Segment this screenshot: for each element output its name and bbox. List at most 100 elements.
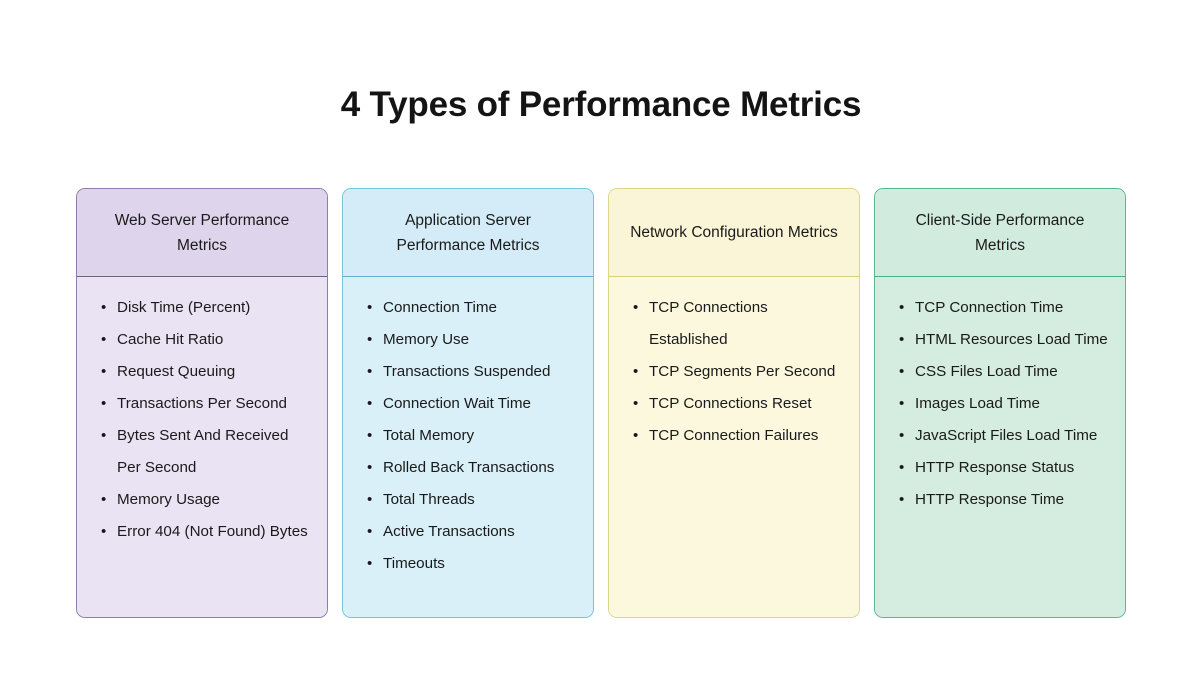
metric-card-web-server-performance-metrics: Web Server Performance Metrics • Disk Tim… [76, 188, 328, 618]
list-item: • Request Queuing [101, 356, 313, 388]
bullet-icon: • [101, 395, 107, 412]
list-item: • Bytes Sent And Received Per Second [101, 420, 313, 484]
card-header: Network Configuration Metrics [609, 189, 859, 277]
card-body: • Disk Time (Percent) • Cache Hit Ratio • R… [77, 277, 327, 617]
list-item: • Memory Use [367, 324, 579, 356]
list-item-label: Transactions Per Second [117, 395, 287, 412]
list-item-label: Total Threads [383, 491, 475, 508]
bullet-icon: • [899, 331, 905, 348]
list-item-label: Request Queuing [117, 363, 236, 380]
list-item: • TCP Segments Per Second [633, 356, 845, 388]
list-item-label: HTTP Response Time [915, 491, 1065, 508]
list-item-label: Memory Usage [117, 491, 220, 508]
bullet-icon: • [367, 491, 373, 508]
bullet-icon: • [899, 395, 905, 412]
list-item: • HTTP Response Time [899, 484, 1111, 516]
card-title: Network Configuration Metrics [630, 224, 838, 241]
list-item: • HTTP Response Status [899, 452, 1111, 484]
bullet-icon: • [101, 363, 107, 380]
list-item: • Connection Wait Time [367, 388, 579, 420]
list-item-label: Connection Wait Time [383, 395, 531, 412]
list-item-label: HTTP Response Status [915, 459, 1075, 476]
card-body: •TCP Connection Time • HTML Resources Loa… [875, 277, 1125, 617]
list-item: • Images Load Time [899, 388, 1111, 420]
list-item-label: TCP Connection Failures [649, 427, 819, 444]
metric-card-network-configuration-metrics: Network Configuration Metrics • TCP Conne… [608, 188, 860, 618]
bullet-icon: • [367, 523, 373, 540]
bullet-icon: • [367, 427, 373, 444]
bullet-icon: • [101, 491, 107, 508]
list-item: • Total Threads [367, 484, 579, 516]
list-item: • TCP Connections Established [633, 292, 845, 356]
metric-list: • Disk Time (Percent) • Cache Hit Ratio • R… [91, 292, 313, 548]
list-item-label: Cache Hit Ratio [117, 331, 224, 348]
bullet-icon: • [633, 395, 639, 412]
metric-card-group: Web Server Performance Metrics • Disk Tim… [76, 188, 1128, 618]
list-item: • Transactions Suspended [367, 356, 579, 388]
list-item-label: TCP Segments Per Second [649, 363, 836, 380]
list-item-label: Disk Time (Percent) [117, 299, 251, 316]
list-item-label: Connection Time [383, 299, 497, 316]
bullet-icon: • [367, 395, 373, 412]
metric-card-application-server-performance-metrics: Application Server Performance Metrics •… [342, 188, 594, 618]
bullet-icon: • [899, 427, 905, 444]
card-body: • Connection Time • Memory Use • Transactio… [343, 277, 593, 617]
list-item: • Rolled Back Transactions [367, 452, 579, 484]
bullet-icon: • [633, 299, 639, 316]
metric-list: • Connection Time • Memory Use • Transactio… [357, 292, 579, 580]
card-header: Application Server Performance Metrics [343, 189, 593, 277]
list-item: •TCP Connection Time [899, 292, 1111, 324]
list-item: • Transactions Per Second [101, 388, 313, 420]
list-item: • Disk Time (Percent) [101, 292, 313, 324]
bullet-icon: • [633, 427, 639, 444]
list-item: • Cache Hit Ratio [101, 324, 313, 356]
list-item: • Connection Time [367, 292, 579, 324]
bullet-icon: • [899, 299, 905, 316]
bullet-icon: • [899, 363, 905, 380]
card-header: Client-Side Performance Metrics [875, 189, 1125, 277]
bullet-icon: • [367, 363, 373, 380]
list-item: • Memory Usage [101, 484, 313, 516]
bullet-icon: • [633, 363, 639, 380]
list-item-label: TCP Connections Reset [649, 395, 812, 412]
list-item: • JavaScript Files Load Time [899, 420, 1111, 452]
bullet-icon: • [367, 555, 373, 572]
list-item: • CSS Files Load Time [899, 356, 1111, 388]
card-header: Web Server Performance Metrics [77, 189, 327, 277]
card-title: Application Server Performance Metrics [396, 211, 540, 254]
list-item: • TCP Connections Reset [633, 388, 845, 420]
bullet-icon: • [367, 331, 373, 348]
list-item: • Active Transactions [367, 516, 579, 548]
list-item: • Error 404 (Not Found) Bytes [101, 516, 313, 548]
bullet-icon: • [367, 299, 373, 316]
list-item-label: Error 404 (Not Found) Bytes [117, 523, 308, 540]
card-title: Client-Side Performance Metrics [915, 211, 1085, 254]
list-item: • Total Memory [367, 420, 579, 452]
list-item-label: Rolled Back Transactions [383, 459, 555, 476]
list-item-label: Active Transactions [383, 523, 515, 540]
list-item-label: Memory Use [383, 331, 470, 348]
list-item-label: CSS Files Load Time [915, 363, 1058, 380]
page-title: 4 Types of Performance Metrics [340, 85, 862, 124]
list-item-label: Bytes Sent And Received Per Second [117, 427, 289, 476]
list-item-label: Total Memory [383, 427, 475, 444]
list-item: • TCP Connection Failures [633, 420, 845, 452]
metric-list: • TCP Connections Established • TCP Segmen… [623, 292, 845, 452]
card-title: Web Server Performance Metrics [114, 211, 290, 254]
bullet-icon: • [101, 299, 107, 316]
list-item-label: JavaScript Files Load Time [915, 427, 1098, 444]
bullet-icon: • [899, 491, 905, 508]
list-item-label: TCP Connections Established [649, 299, 768, 348]
bullet-icon: • [101, 523, 107, 540]
bullet-icon: • [367, 459, 373, 476]
bullet-icon: • [101, 427, 107, 444]
list-item: • Timeouts [367, 548, 579, 580]
list-item-label: Transactions Suspended [383, 363, 551, 380]
metric-card-client-side-performance-metrics: Client-Side Performance Metrics •TCP Con… [874, 188, 1126, 618]
bullet-icon: • [899, 459, 905, 476]
bullet-icon: • [101, 331, 107, 348]
metric-list: •TCP Connection Time • HTML Resources Loa… [889, 292, 1111, 516]
list-item-label: Images Load Time [915, 395, 1040, 412]
list-item-label: Timeouts [383, 555, 445, 572]
list-item-label: HTML Resources Load Time [915, 331, 1108, 348]
